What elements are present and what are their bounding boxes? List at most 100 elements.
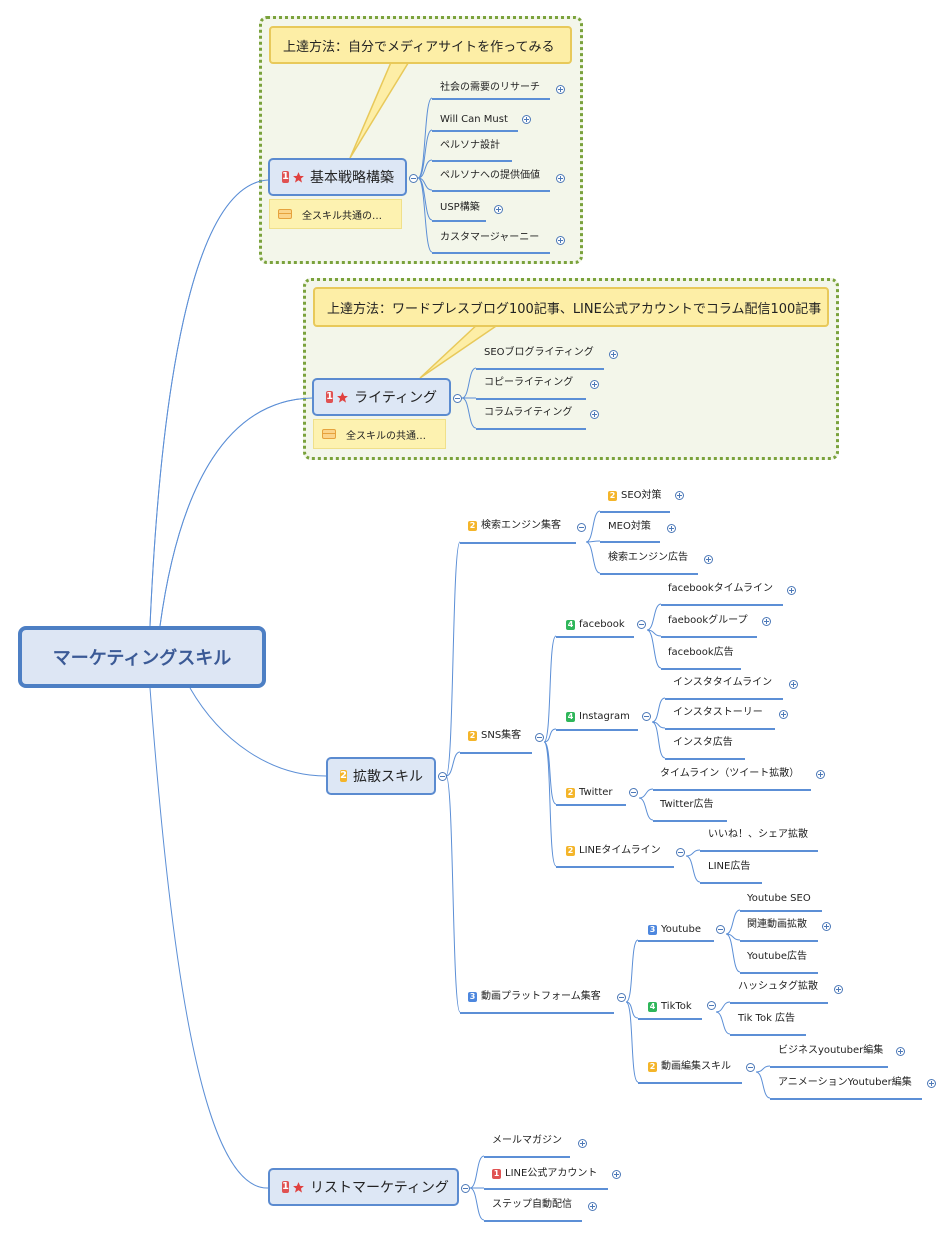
subtopic-strategy-1[interactable]: Will Can Must bbox=[440, 114, 508, 125]
link-editing-children bbox=[755, 1065, 771, 1099]
collapse-toggle[interactable] bbox=[642, 712, 651, 721]
expand-toggle[interactable] bbox=[556, 236, 565, 245]
expand-toggle[interactable] bbox=[762, 617, 771, 626]
leaf-line-share[interactable]: いいね！、シェア拡散 bbox=[708, 829, 808, 840]
subtopic-search[interactable]: 2 検索エンジン集客 bbox=[468, 520, 561, 531]
leaf-search-ads[interactable]: 検索エンジン広告 bbox=[608, 552, 688, 563]
topic-underline bbox=[638, 1082, 742, 1084]
leaf-meo[interactable]: MEO対策 bbox=[608, 521, 651, 532]
leaf-twitter-timeline[interactable]: タイムライン（ツイート拡散） bbox=[660, 768, 800, 779]
collapse-toggle[interactable] bbox=[746, 1063, 755, 1072]
subtopic-instagram[interactable]: 4 Instagram bbox=[566, 711, 630, 722]
leaf-line-official-account[interactable]: 1 LINE公式アカウント bbox=[492, 1168, 598, 1179]
subtopic-video[interactable]: 3 動画プラットフォーム集客 bbox=[468, 991, 601, 1002]
expand-toggle[interactable] bbox=[704, 555, 713, 564]
expand-toggle[interactable] bbox=[816, 770, 825, 779]
leaf-youtube-ads[interactable]: Youtube広告 bbox=[747, 951, 807, 962]
main-topic-diffusion[interactable]: 2 拡散スキル bbox=[326, 757, 436, 795]
topic-underline bbox=[460, 1012, 614, 1014]
subtopic-strategy-3[interactable]: ペルソナへの提供価値 bbox=[440, 170, 540, 181]
subtopic-strategy-2[interactable]: ペルソナ設計 bbox=[440, 140, 500, 151]
expand-toggle[interactable] bbox=[609, 350, 618, 359]
collapse-toggle[interactable] bbox=[617, 993, 626, 1002]
subtopic-facebook[interactable]: 4 facebook bbox=[566, 619, 625, 630]
collapse-toggle[interactable] bbox=[577, 523, 586, 532]
collapse-toggle[interactable] bbox=[676, 848, 685, 857]
leaf-animation-youtuber-editing[interactable]: アニメーションYoutuber編集 bbox=[778, 1077, 912, 1088]
expand-toggle[interactable] bbox=[590, 380, 599, 389]
expand-toggle[interactable] bbox=[590, 410, 599, 419]
subtopic-writing-1[interactable]: コピーライティング bbox=[484, 377, 574, 388]
collapse-toggle[interactable] bbox=[707, 1001, 716, 1010]
leaf-mail-magazine[interactable]: メールマガジン bbox=[492, 1135, 562, 1146]
leaf-facebook-ads[interactable]: facebook広告 bbox=[668, 647, 734, 658]
expand-toggle[interactable] bbox=[522, 115, 531, 124]
leaf-youtube-seo[interactable]: Youtube SEO bbox=[747, 893, 811, 904]
topic-underline bbox=[556, 804, 626, 806]
topic-underline bbox=[460, 752, 532, 754]
subtopic-tiktok[interactable]: 4 TikTok bbox=[648, 1001, 692, 1012]
leaf-tiktok-ads[interactable]: Tik Tok 広告 bbox=[738, 1013, 796, 1024]
expand-toggle[interactable] bbox=[588, 1202, 597, 1211]
subtopic-line-timeline[interactable]: 2 LINEタイムライン bbox=[566, 845, 661, 856]
expand-toggle[interactable] bbox=[779, 710, 788, 719]
expand-toggle[interactable] bbox=[675, 491, 684, 500]
subtopic-writing-2[interactable]: コラムライティング bbox=[484, 407, 573, 418]
collapse-toggle[interactable] bbox=[461, 1184, 470, 1193]
topic-underline bbox=[770, 1098, 922, 1100]
collapse-toggle[interactable] bbox=[629, 788, 638, 797]
subtopic-strategy-4[interactable]: USP構築 bbox=[440, 202, 480, 213]
writing-callout-text: 上達方法：ワードプレスブログ100記事、LINE公式アカウントでコラム配信100… bbox=[327, 301, 822, 317]
topic-underline bbox=[638, 940, 714, 942]
leaf-seo[interactable]: 2 SEO対策 bbox=[608, 490, 662, 501]
leaf-line-ads[interactable]: LINE広告 bbox=[708, 861, 751, 872]
main-topic-list-marketing[interactable]: 1 リストマーケティング bbox=[268, 1168, 459, 1206]
expand-toggle[interactable] bbox=[556, 174, 565, 183]
strategy-note: 全スキル共通の… bbox=[269, 199, 402, 229]
main-topic-writing[interactable]: 1 ライティング bbox=[312, 378, 451, 416]
expand-toggle[interactable] bbox=[789, 680, 798, 689]
subtopic-video-editing[interactable]: 2 動画編集スキル bbox=[648, 1061, 731, 1072]
topic-underline bbox=[661, 604, 783, 606]
expand-toggle[interactable] bbox=[834, 985, 843, 994]
subtopic-twitter[interactable]: 2 Twitter bbox=[566, 787, 613, 798]
leaf-twitter-ads[interactable]: Twitter広告 bbox=[660, 799, 714, 810]
subtopic-youtube[interactable]: 3 Youtube bbox=[648, 924, 701, 935]
expand-toggle[interactable] bbox=[787, 586, 796, 595]
expand-toggle[interactable] bbox=[612, 1170, 621, 1179]
root-topic[interactable]: マーケティングスキル bbox=[18, 626, 266, 688]
leaf-insta-ads[interactable]: インスタ広告 bbox=[673, 737, 733, 748]
subtopic-sns[interactable]: 2 SNS集客 bbox=[468, 730, 522, 741]
subtopic-writing-0[interactable]: SEOブログライティング bbox=[484, 347, 594, 358]
subtopic-strategy-5[interactable]: カスタマージャーニー bbox=[440, 232, 540, 243]
topic-underline bbox=[556, 866, 674, 868]
expand-toggle[interactable] bbox=[927, 1079, 936, 1088]
expand-toggle[interactable] bbox=[494, 205, 503, 214]
leaf-insta-story[interactable]: インスタストーリー bbox=[673, 707, 763, 718]
collapse-toggle[interactable] bbox=[716, 925, 725, 934]
link-video-children bbox=[625, 939, 639, 1083]
collapse-toggle[interactable] bbox=[453, 394, 462, 403]
expand-toggle[interactable] bbox=[896, 1047, 905, 1056]
writing-callout: 上達方法：ワードプレスブログ100記事、LINE公式アカウントでコラム配信100… bbox=[313, 287, 829, 327]
expand-toggle[interactable] bbox=[822, 922, 831, 931]
expand-toggle[interactable] bbox=[578, 1139, 587, 1148]
leaf-insta-timeline[interactable]: インスタタイムライン bbox=[673, 677, 773, 688]
collapse-toggle[interactable] bbox=[438, 772, 447, 781]
expand-toggle[interactable] bbox=[556, 85, 565, 94]
link-list-children bbox=[469, 1155, 485, 1221]
leaf-tiktok-hashtag[interactable]: ハッシュタグ拡散 bbox=[738, 981, 818, 992]
writing-note-text: 全スキルの共通… bbox=[346, 430, 426, 442]
leaf-business-youtuber-editing[interactable]: ビジネスyoutuber編集 bbox=[778, 1045, 884, 1056]
collapse-toggle[interactable] bbox=[637, 620, 646, 629]
main-topic-strategy[interactable]: 1 基本戦略構築 bbox=[268, 158, 407, 196]
expand-toggle[interactable] bbox=[667, 524, 676, 533]
leaf-youtube-related[interactable]: 関連動画拡散 bbox=[747, 919, 807, 930]
collapse-toggle[interactable] bbox=[535, 733, 544, 742]
leaf-facebook-timeline[interactable]: facebookタイムライン bbox=[668, 583, 773, 594]
leaf-step-delivery[interactable]: ステップ自動配信 bbox=[492, 1199, 572, 1210]
leaf-facebook-group[interactable]: faebookグループ bbox=[668, 615, 748, 626]
subtopic-strategy-0[interactable]: 社会の需要のリサーチ bbox=[440, 82, 540, 93]
collapse-toggle[interactable] bbox=[409, 174, 418, 183]
